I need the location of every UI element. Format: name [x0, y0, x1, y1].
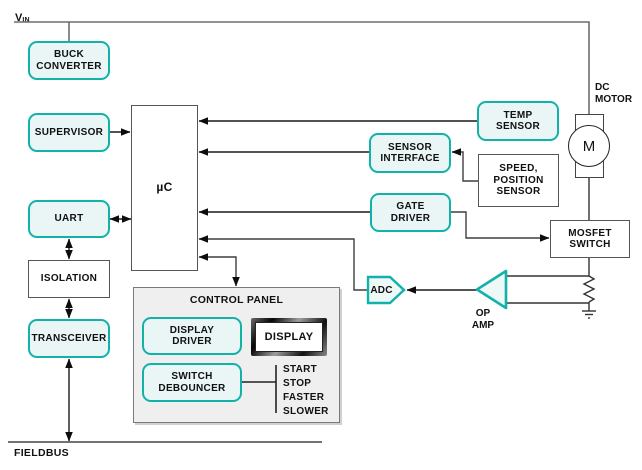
display-bezel: DISPLAY — [251, 318, 327, 356]
adc-label: ADC — [370, 284, 393, 296]
arrow-speed-sensor-to-sensor-interface — [451, 148, 478, 182]
dc-motor-label: DC MOTOR — [595, 82, 633, 105]
arrow-mcu-control-panel — [198, 253, 240, 287]
isolation-block: ISOLATION — [28, 260, 110, 298]
gate-driver-block: GATE DRIVER — [370, 193, 451, 232]
motor-symbol: M — [568, 125, 610, 167]
op-amp-symbol — [475, 269, 508, 310]
transceiver-block: TRANSCEIVER — [28, 319, 110, 358]
speed-position-sensor-block: SPEED, POSITION SENSOR — [478, 154, 559, 207]
panel-button-labels: START STOP FASTER SLOWER — [283, 363, 329, 419]
switch-debouncer-block: SWITCH DEBOUNCER — [142, 363, 242, 402]
control-panel-title: CONTROL PANEL — [189, 294, 284, 306]
vin-subscript: IN — [22, 17, 30, 24]
vin-symbol: V — [15, 12, 23, 24]
uart-block: UART — [28, 200, 110, 238]
fieldbus-label: FIELDBUS — [14, 447, 69, 459]
microcontroller-block: µC — [131, 105, 198, 271]
arrow-gate-driver-to-mosfet — [451, 211, 550, 242]
mosfet-switch-block: MOSFET SWITCH — [550, 220, 630, 258]
supervisor-block: SUPERVISOR — [28, 113, 110, 152]
buck-converter-block: BUCK CONVERTER — [28, 41, 110, 80]
button-label-stop: STOP — [283, 378, 312, 389]
button-label-start: START — [283, 364, 318, 375]
sensor-interface-block: SENSOR INTERFACE — [369, 133, 451, 173]
button-label-faster: FASTER — [283, 392, 325, 403]
temp-sensor-block: TEMP SENSOR — [477, 101, 559, 141]
button-label-slower: SLOWER — [283, 406, 329, 417]
ground-icon — [582, 310, 596, 319]
op-amp-label: OP AMP — [471, 308, 495, 331]
display-screen: DISPLAY — [255, 322, 323, 352]
resistor-icon — [582, 275, 596, 303]
arrow-adc-to-mcu — [198, 235, 368, 291]
display-driver-block: DISPLAY DRIVER — [142, 317, 242, 355]
vin-label: VIN — [15, 8, 30, 26]
